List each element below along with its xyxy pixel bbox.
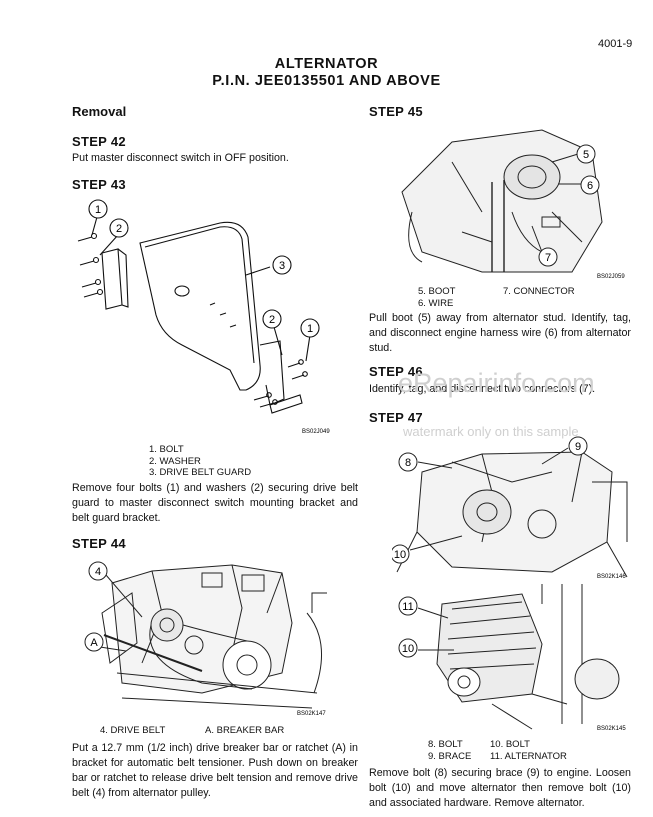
callout-8-text: 8	[405, 457, 411, 469]
legend-drive-belt: 4. DRIVE BELT	[100, 725, 166, 736]
legend-breaker-bar: A. BREAKER BAR	[205, 725, 285, 736]
step-47-heading: STEP 47	[369, 410, 423, 425]
step-46-heading: STEP 46	[369, 364, 423, 379]
step-43-legend: 1. BOLT 2. WASHER 3. DRIVE BELT GUARD	[149, 444, 251, 479]
callout-a-text: A	[90, 637, 98, 649]
figure-engine-drive-belt: 4 A BS02K147	[84, 561, 327, 717]
callout-1b-text: 1	[307, 323, 313, 335]
page-subtitle: P.I.N. JEE0135501 AND ABOVE	[212, 73, 441, 89]
step-47-text: Remove bolt (8) securing brace (9) to en…	[369, 767, 631, 809]
legend-brace: 9. BRACE	[428, 750, 472, 762]
watermark-sub: watermark only on this sample	[403, 424, 579, 439]
callout-1-text: 1	[95, 204, 101, 216]
legend-item: 2. WASHER	[149, 455, 201, 467]
callout-10b-text: 10	[402, 643, 414, 655]
callout-11-text: 11	[402, 601, 413, 613]
step-45-heading: STEP 45	[369, 104, 423, 119]
callout-6-text: 6	[587, 180, 593, 192]
step-42-heading: STEP 42	[72, 134, 126, 149]
section-heading: Removal	[72, 104, 127, 119]
callout-3-text: 3	[279, 260, 285, 272]
callout-7-text: 7	[545, 252, 551, 264]
callout-9-text: 9	[575, 441, 581, 453]
watermark-main: eRepairinfo.com	[398, 368, 595, 398]
callout-5-text: 5	[583, 149, 589, 161]
legend-bolt-10: 10. BOLT	[490, 739, 530, 750]
figure-alternator-wire: 5 6 7 BS02J059	[401, 129, 625, 280]
figure-alternator-removal: 11 10 BS02K145	[398, 584, 626, 732]
step-43-text: Remove four bolts (1) and washers (2) se…	[72, 482, 358, 524]
step-47-legend-b: 10. BOLT 11. ALTERNATOR	[490, 739, 567, 762]
legend-wire: 6. WIRE	[418, 297, 454, 309]
step-45-legend-a: 5. BOOT 6. WIRE	[418, 286, 455, 309]
callout-2-text: 2	[116, 223, 122, 235]
page-title: ALTERNATOR	[274, 56, 379, 72]
fig-code-43: BS02J049	[302, 429, 330, 435]
legend-bolt: 8. BOLT	[428, 739, 463, 750]
fig-code-47a: BS02K146	[597, 574, 626, 580]
step-44-heading: STEP 44	[72, 536, 126, 551]
step-47-legend-a: 8. BOLT 9. BRACE	[428, 739, 471, 762]
page-number: 4001-9	[598, 38, 633, 50]
step-46-text: Identify, tag, and disconnect two connec…	[369, 383, 596, 395]
step-45-text: Pull boot (5) away from alternator stud.…	[369, 312, 631, 354]
fig-code-44: BS02K147	[297, 711, 326, 717]
step-42-text: Put master disconnect switch in OFF posi…	[72, 152, 289, 164]
legend-connector: 7. CONNECTOR	[503, 286, 575, 297]
callout-4-text: 4	[95, 566, 101, 578]
legend-boot: 5. BOOT	[418, 286, 456, 297]
callout-10-text: 10	[394, 549, 406, 561]
figure-brace-bolts: 8 9 10 BS02K146	[392, 436, 628, 580]
fig-code-45: BS02J059	[597, 274, 625, 280]
legend-item: 3. DRIVE BELT GUARD	[149, 467, 252, 478]
step-44-text: Put a 12.7 mm (1/2 inch) drive breaker b…	[72, 742, 358, 799]
legend-alternator: 11. ALTERNATOR	[490, 750, 567, 762]
fig-code-47b: BS02K145	[597, 726, 626, 732]
legend-item: 1. BOLT	[149, 444, 184, 455]
figure-drive-belt-guard: 1 2 3 2 1 BS02J049	[77, 199, 330, 435]
callout-2b-text: 2	[269, 314, 275, 326]
step-43-heading: STEP 43	[72, 177, 126, 192]
